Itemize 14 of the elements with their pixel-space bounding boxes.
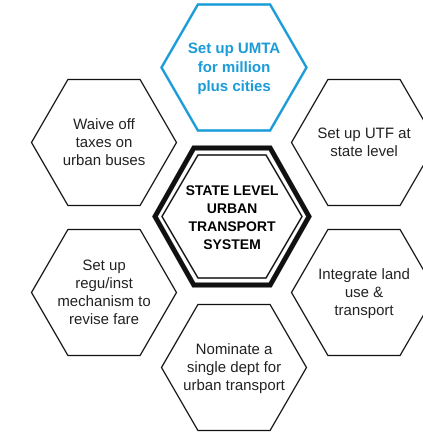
node-text: Set up UTF at state level	[316, 124, 412, 160]
hexagon-node	[160, 3, 308, 132]
hexagon-node	[290, 228, 423, 357]
hexagon-node	[152, 145, 312, 288]
hexagon-node	[30, 228, 178, 357]
hexagon-node	[290, 78, 423, 207]
hexagon-node	[160, 303, 308, 432]
node-text: Nominate a single dept for urban transport	[182, 340, 286, 394]
node-text: Set up UMTA for million plus cities	[186, 39, 282, 96]
node-text: Integrate land use & transport	[317, 266, 411, 320]
hexagon-node	[30, 78, 178, 207]
node-text: Set up regu/inst mechanism to revise fare	[56, 256, 152, 328]
node-text: Waive off taxes on urban buses	[62, 116, 146, 170]
node-text: STATE LEVEL URBAN TRANSPORT SYSTEM	[184, 180, 280, 252]
